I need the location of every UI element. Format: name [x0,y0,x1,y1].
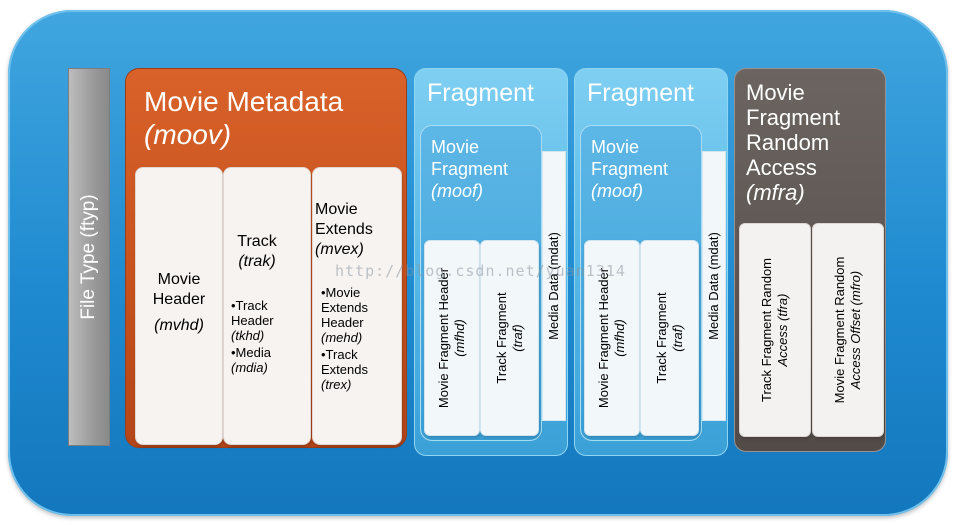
mdia-line1: •Media [231,345,271,360]
mehd-line1: •Movie [321,285,361,300]
mfra-box: Movie Fragment Random Access (mfra) Trac… [734,68,886,452]
watermark: http://blog.csdn.net/yuan1314 [335,262,626,280]
moov-title: Movie Metadata (moov) [144,85,343,151]
fragment-box-2: Fragment Movie Fragment (moof) Movie Fra… [574,68,728,456]
mvhd-line1: Movie [157,271,201,288]
traf-card-2: Track Fragment (traf) [640,240,699,436]
tfra-card: Track Fragment Random Access (tfra) [739,223,811,437]
mfra-line4: Access [746,155,817,180]
mvhd-line2: Header [152,291,206,308]
moof-title-1: Movie Fragment (moof) [431,136,508,202]
mfhd-2-line1: Movie Fragment Header [596,267,611,409]
mfro-card: Movie Fragment Random Access Offset (mfr… [812,223,884,437]
trak-children: •Track Header (tkhd) •Media (mdia) [231,298,307,377]
mdat-label-1: Media Data (mdat) [546,232,561,340]
traf-card-1: Track Fragment (traf) [480,240,539,436]
mfra-line3: Random [746,130,830,155]
mdia-line2: (mdia) [231,360,268,375]
mvex-line1: Movie [315,201,358,218]
traf-1-line2: (traf) [509,324,525,352]
moov-title-line2: (moov) [144,119,232,150]
mfra-line1: Movie [746,80,805,105]
ftyp-label: File Type (ftyp) [78,194,99,320]
mfhd-label-1: Movie Fragment Header (mfhd) [436,268,468,408]
mvex-children: •Movie Extends Header (mehd) •Track Exte… [321,285,399,394]
mfhd-1-line1: Movie Fragment Header [436,267,451,409]
mehd-item: •Movie Extends Header (mehd) [321,285,399,345]
moof-2-line3: (moof) [591,181,644,201]
mfhd-1-line2: (mfhd) [452,319,467,357]
traf-1-line1: Track Fragment [493,292,509,384]
mvex-label: Movie Extends (mvex) [315,200,379,260]
tfra-line1: Track Fragment Random [759,257,774,403]
mvhd-card: Movie Header (mvhd) [135,167,223,445]
fragment-title-2: Fragment [587,79,694,107]
mvhd-line3: (mvhd) [154,317,204,334]
tfra-line2: Access (tfra) [775,293,790,367]
mfro-line2: Access Offset (mfro) [848,270,863,390]
moof-1-line1: Movie [431,137,480,157]
mfra-title: Movie Fragment Random Access (mfra) [746,80,840,205]
mfhd-2-line2: (mfhd) [612,319,627,357]
traf-2-line2: (traf) [669,324,685,352]
trex-line2: Extends [321,362,368,377]
moov-box: Movie Metadata (moov) Movie Header (mvhd… [125,68,407,448]
traf-2-line1: Track Fragment [653,292,669,384]
mehd-line3: Header [321,315,364,330]
mfra-line2: Fragment [746,105,841,130]
mfhd-card-2: Movie Fragment Header (mfhd) [584,240,640,436]
mfhd-card-1: Movie Fragment Header (mfhd) [424,240,480,436]
ftyp-box: File Type (ftyp) [68,68,110,446]
moof-1-line3: (moof) [431,181,484,201]
mdat-label-2: Media Data (mdat) [706,232,721,340]
moof-2-line1: Movie [591,137,640,157]
mdat-card-2: Media Data (mdat) [702,151,726,421]
mvhd-label: Movie Header (mvhd) [136,270,222,336]
trak-label: Track (trak) [224,232,290,272]
moof-1-line2: Fragment [431,159,509,179]
moof-title-2: Movie Fragment (moof) [591,136,668,202]
tkhd-item: •Track Header (tkhd) [231,298,307,343]
mvex-line3: (mvex) [315,241,364,258]
trak-line1: Track [237,233,277,250]
moof-box-2: Movie Fragment (moof) Movie Fragment Hea… [580,125,702,441]
mvex-card: Movie Extends (mvex) •Movie Extends Head… [312,167,402,445]
mehd-line2: Extends [321,300,368,315]
tkhd-line2: Header [231,313,274,328]
trak-line2: (trak) [238,253,276,270]
traf-label-1: Track Fragment (traf) [494,292,526,383]
mfhd-label-2: Movie Fragment Header (mfhd) [596,268,628,408]
mdat-card-1: Media Data (mdat) [542,151,566,421]
trex-line3: (trex) [321,377,352,392]
mdia-item: •Media (mdia) [231,345,307,375]
trex-item: •Track Extends (trex) [321,347,399,392]
tkhd-line3: (tkhd) [231,328,265,343]
traf-label-2: Track Fragment (traf) [654,292,686,383]
mvex-line2: Extends [315,221,373,238]
fragment-box-1: Fragment Movie Fragment (moof) Movie Fra… [414,68,568,456]
tfra-label: Track Fragment Random Access (tfra) [759,258,791,402]
mfra-line5: (mfra) [746,180,805,205]
tkhd-line1: •Track [231,298,268,313]
mehd-line4: (mehd) [321,330,363,345]
trex-line1: •Track [321,347,358,362]
fragment-title-1: Fragment [427,79,534,107]
mfro-line1: Movie Fragment Random [832,256,847,404]
moof-2-line2: Fragment [591,159,669,179]
mfro-label: Movie Fragment Random Access Offset (mfr… [832,257,864,404]
moof-box-1: Movie Fragment (moof) Movie Fragment Hea… [420,125,542,441]
moov-title-line1: Movie Metadata [144,86,344,117]
trak-card: Track (trak) •Track Header (tkhd) •Media… [223,167,311,445]
